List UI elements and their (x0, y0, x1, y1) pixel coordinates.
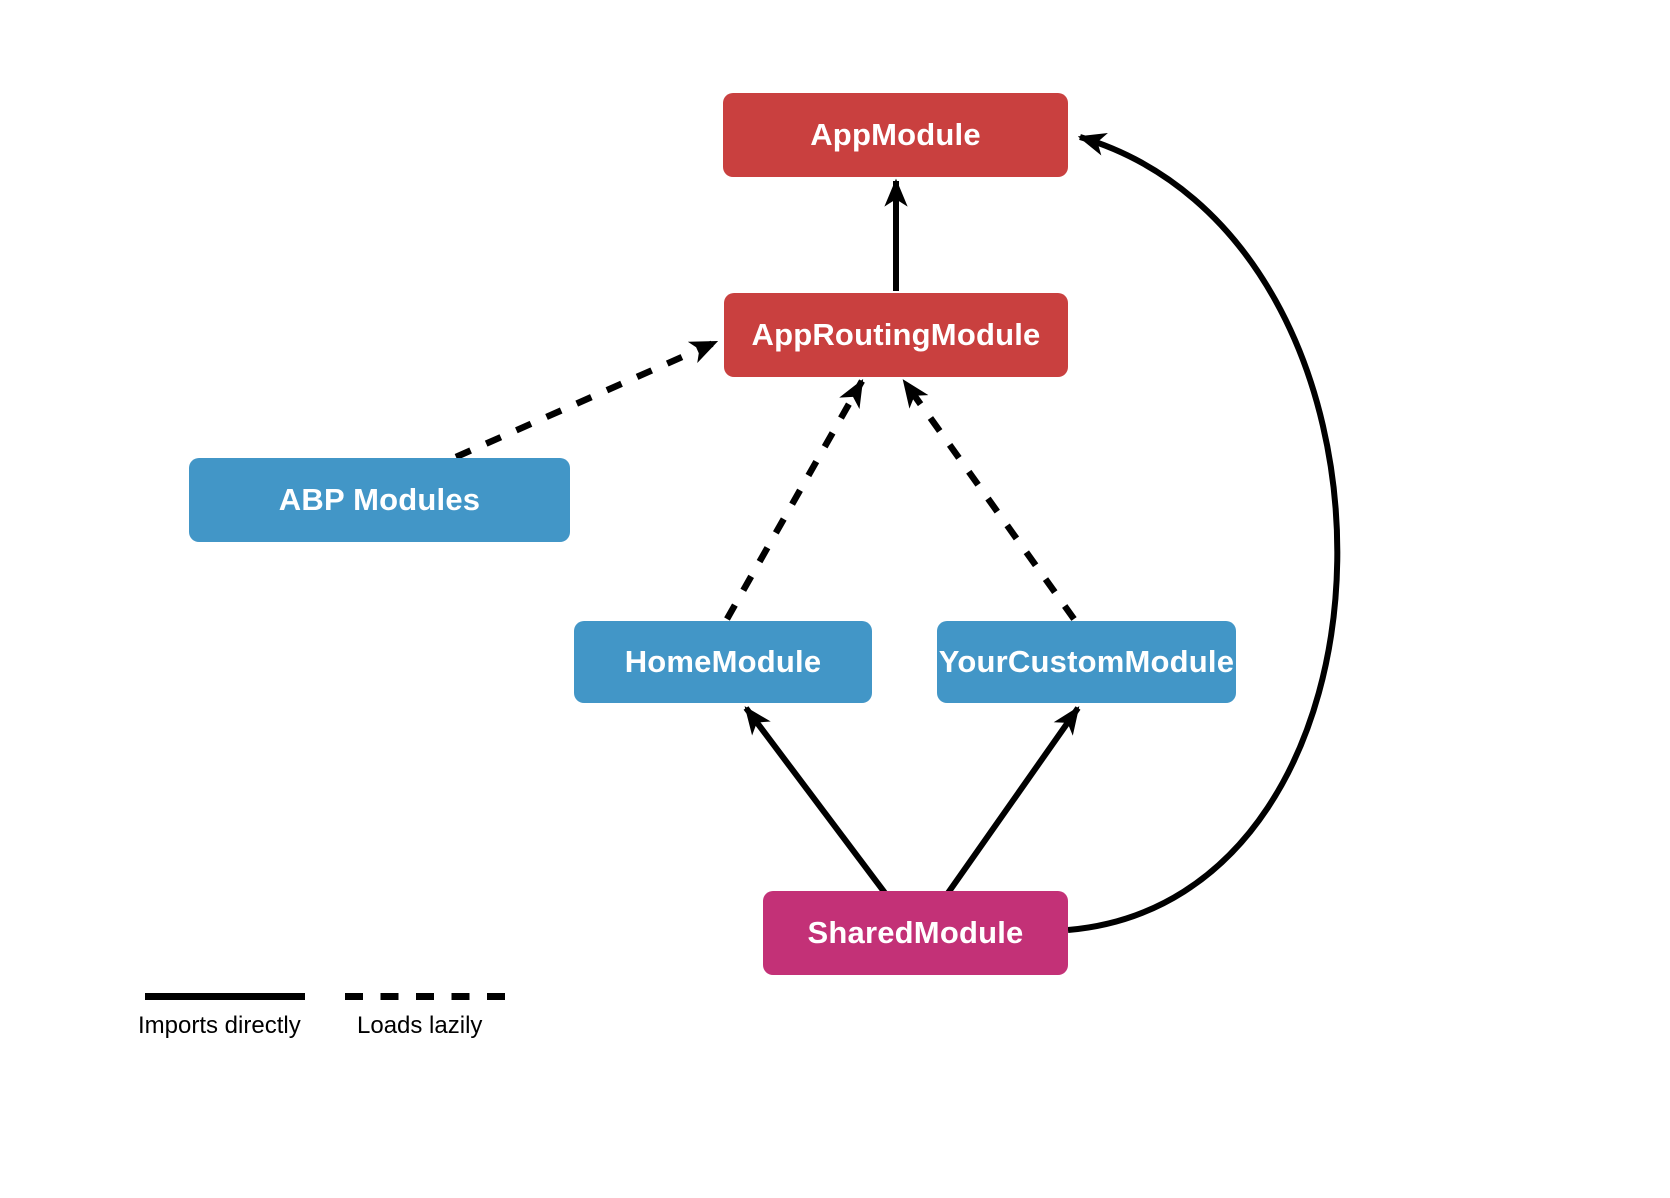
legend-solid-line-swatch (145, 993, 305, 1000)
legend-item-loads-lazily: Loads lazily (345, 993, 505, 1040)
node-abp-modules: ABP Modules (189, 458, 570, 542)
edge-sharedmodule-to-yourcustommodule (945, 706, 1081, 895)
node-home-module: HomeModule (574, 621, 872, 703)
node-shared-module-label: SharedModule (807, 915, 1024, 950)
legend-dashed-line-swatch (345, 993, 505, 1000)
edge-sharedmodule-to-homemodule (743, 706, 888, 895)
node-your-custom-module: YourCustomModule (937, 621, 1236, 703)
edge-yourcustommodule-to-approutingmodule (901, 379, 1077, 621)
node-app-module: AppModule (723, 93, 1068, 177)
node-your-custom-module-label: YourCustomModule (938, 644, 1235, 679)
node-app-routing-module: AppRoutingModule (724, 293, 1068, 377)
legend-loads-lazily-label: Loads lazily (357, 1012, 483, 1039)
node-home-module-label: HomeModule (624, 644, 822, 679)
legend-item-imports-directly: Imports directly (138, 993, 305, 1040)
node-app-routing-module-label: AppRoutingModule (751, 317, 1041, 352)
node-abp-modules-label: ABP Modules (278, 482, 481, 517)
node-app-module-label: AppModule (810, 117, 981, 152)
node-shared-module: SharedModule (763, 891, 1068, 975)
edge-abpmodules-to-approutingmodule (454, 339, 719, 460)
edge-homemodule-to-approutingmodule (724, 378, 865, 621)
legend-imports-directly-label: Imports directly (138, 1012, 301, 1039)
edge-sharedmodule-to-appmodule-curved (1067, 133, 1341, 933)
